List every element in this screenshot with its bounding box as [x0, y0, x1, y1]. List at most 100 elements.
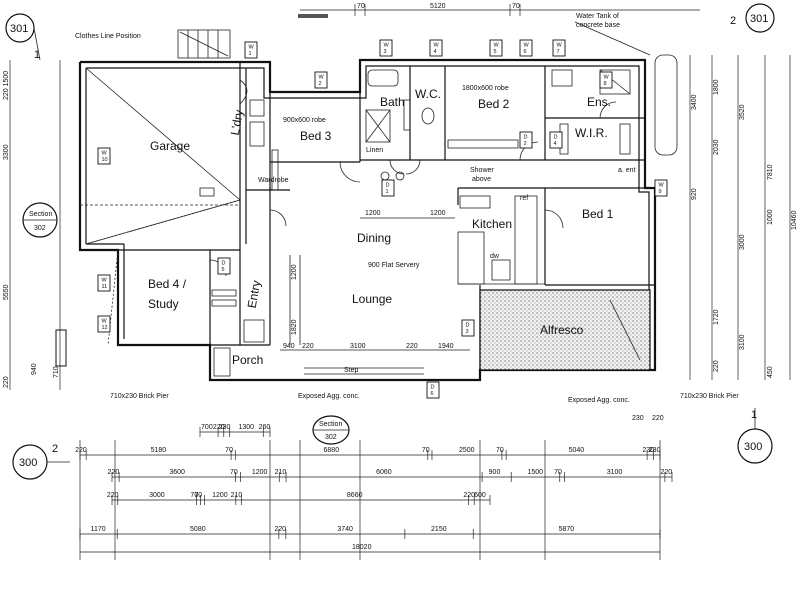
svg-text:302: 302 [34, 225, 46, 232]
dimension-value: 230 [632, 415, 644, 422]
window-tag-label: 11 [102, 284, 108, 290]
svg-text:220: 220 [302, 343, 314, 350]
window-tag-label: W [249, 45, 255, 51]
window-tag-label: W [384, 43, 390, 49]
dimension-value: 700 [201, 424, 213, 431]
robe-bed2-note: 1800x600 robe [462, 85, 509, 92]
alfresco-label: Alfresco [540, 323, 584, 337]
svg-text:1200: 1200 [365, 210, 381, 217]
top-dimensions: 70 5120 70 [298, 3, 700, 18]
servery-note: 900 Flat Servery [368, 262, 420, 269]
dimension-value: 230 [642, 447, 654, 454]
window-tag-label: W [604, 75, 610, 81]
svg-text:1200: 1200 [291, 264, 298, 280]
ref-note: ref [520, 195, 528, 202]
svg-text:1940: 1940 [438, 343, 454, 350]
window-tag-label: W [659, 183, 665, 189]
window-tag-box [599, 71, 613, 89]
dimension-value: 3600 [169, 469, 185, 476]
window-tag-label: D [466, 323, 470, 329]
internal-dimensions: 1200 1200 1200 940 220 3100 220 1940 182… [280, 210, 470, 351]
svg-text:220: 220 [713, 360, 720, 372]
svg-text:3100: 3100 [350, 343, 366, 350]
outer-walls [78, 58, 657, 382]
window-tag-label: W [102, 278, 108, 284]
window-tag-box [97, 147, 111, 165]
window-tag-label: 12 [102, 325, 108, 331]
bath-wc-rooms [360, 66, 446, 181]
svg-text:300: 300 [19, 457, 37, 469]
dimension-value: 70 [554, 469, 562, 476]
dimension-value: 70 [496, 447, 504, 454]
window-tag-box [97, 274, 111, 292]
svg-text:1: 1 [34, 49, 40, 61]
dimension-value: 230 [219, 424, 231, 431]
window-tag-label: D [222, 261, 226, 267]
svg-text:1720: 1720 [713, 309, 720, 325]
svg-text:3000: 3000 [739, 234, 746, 250]
window-tag-box [519, 39, 533, 57]
dimension-value: 220 [108, 469, 120, 476]
clothes-line-symbol [177, 29, 231, 59]
svg-text:3520: 3520 [739, 104, 746, 120]
alfresco-slab [479, 289, 651, 371]
svg-text:940: 940 [31, 363, 38, 375]
window-tag-label: 4 [434, 49, 437, 55]
window-tag-box [426, 381, 440, 399]
shower-note2: above [472, 176, 491, 183]
svg-text:3300: 3300 [3, 144, 10, 160]
ens-label: Ens. [587, 95, 611, 109]
svg-text:3100: 3100 [739, 334, 746, 350]
svg-text:1820: 1820 [291, 319, 298, 335]
dimension-value: 1200 [212, 492, 228, 499]
dw-note: dw [490, 253, 500, 260]
window-tag-label: D [431, 385, 435, 391]
window-tag-label: W [434, 43, 440, 49]
svg-text:5120: 5120 [430, 3, 446, 10]
window-tag-box [217, 257, 231, 275]
kitchen-area [457, 187, 546, 285]
window-tag-box [654, 179, 668, 197]
dimension-value: 70 [190, 492, 198, 499]
svg-text:70: 70 [357, 3, 365, 10]
brick-pier-right-note: 710x230 Brick Pier [680, 393, 739, 400]
right-dimensions: 3400 1800 3520 7810 10460 3000 2030 3100… [689, 55, 798, 380]
window-tag-box [461, 319, 475, 337]
window-tag-box [549, 131, 563, 149]
window-tag-box [429, 39, 443, 57]
window-tag-label: 4 [554, 141, 557, 147]
dimension-value: 1170 [91, 526, 106, 533]
section-bubble-top-right: 301 2 [730, 3, 775, 33]
svg-text:920: 920 [691, 188, 698, 200]
section-bubble-bottom-right: 300 1 [737, 408, 773, 464]
bed3-room [270, 92, 361, 191]
dimension-value: 3740 [337, 526, 353, 533]
bed1-label: Bed 1 [582, 207, 614, 221]
window-tag-label: D [386, 183, 390, 189]
bed2-label: Bed 2 [478, 97, 510, 111]
window-tag-label: 1 [249, 51, 252, 57]
dimension-value: 210 [275, 469, 287, 476]
dimension-value: 220 [213, 424, 225, 431]
dimension-value: 900 [489, 469, 501, 476]
svg-text:450: 450 [767, 366, 774, 378]
window-tag-label: D [524, 135, 528, 141]
dimension-value: 5180 [151, 447, 167, 454]
garage-room [80, 62, 248, 250]
window-tag-box [379, 39, 393, 57]
window-tag-label: 10 [102, 157, 108, 163]
dimension-value: 70 [225, 447, 233, 454]
svg-text:1: 1 [751, 409, 757, 421]
shower-note: Shower [470, 167, 494, 174]
dimension-value: 70 [194, 492, 202, 499]
window-tag-label: 6 [524, 49, 527, 55]
dimension-value: 1200 [252, 469, 268, 476]
dimension-value: 5080 [190, 526, 206, 533]
svg-text:5550: 5550 [3, 284, 10, 300]
window-tag-box [489, 39, 503, 57]
window-tag-label: W [494, 43, 500, 49]
window-tag-label: 9 [659, 189, 662, 195]
svg-text:940: 940 [283, 343, 295, 350]
